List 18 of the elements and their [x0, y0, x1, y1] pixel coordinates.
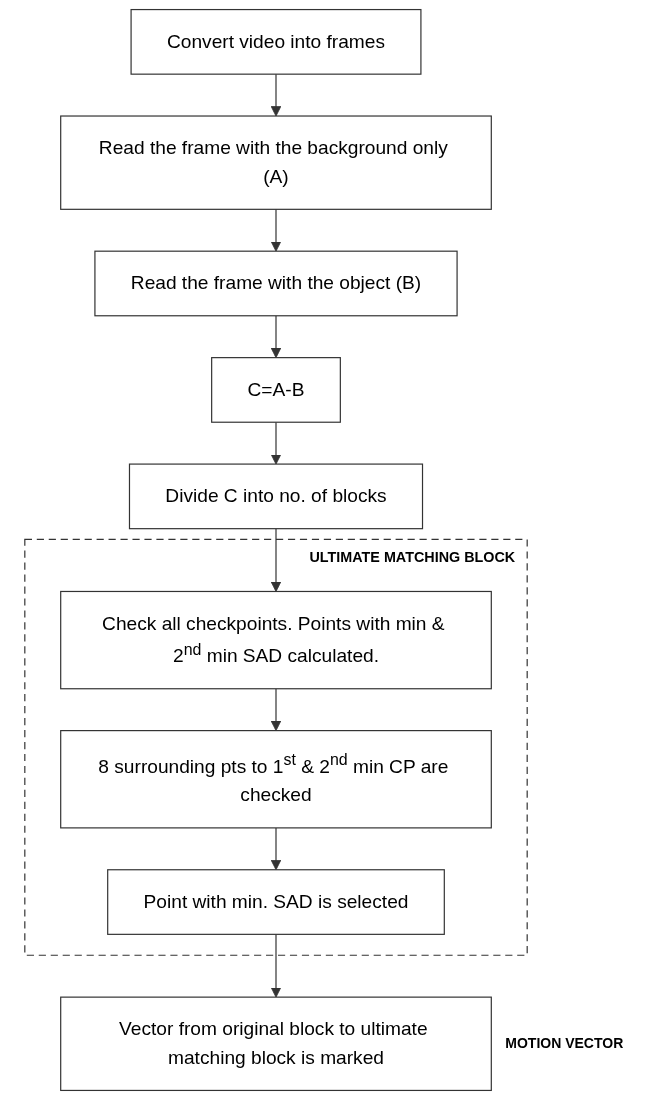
node-box: Vector from original block to ultimate matching block is marked: [60, 996, 492, 1092]
side-caption: MOTION VECTOR: [505, 1034, 624, 1051]
node-box: 8 surrounding pts to 1$^{st}$ & 2$^{nd}$ min CP are checked: [60, 730, 492, 829]
arrow: [270, 73, 282, 117]
arrow: [270, 421, 282, 465]
node-box: Check all checkpoints. Points with min & 2$^{nd}$ min SAD calculated.: [60, 590, 492, 690]
arrow: [270, 933, 282, 998]
arrow: [270, 528, 282, 592]
arrow: [270, 688, 282, 732]
node-box: Divide C into no. of blocks: [128, 463, 424, 530]
arrow: [270, 315, 282, 359]
node-box: Read the frame with the background only (A): [60, 115, 492, 210]
node-box: Convert video into frames: [130, 8, 422, 75]
arrow: [270, 208, 282, 252]
node-box: C=A-B: [211, 357, 341, 423]
node-box: Point with min. SAD is selected: [107, 869, 445, 935]
node-box: Read the frame with the object (B): [94, 250, 458, 317]
arrow: [270, 827, 282, 871]
